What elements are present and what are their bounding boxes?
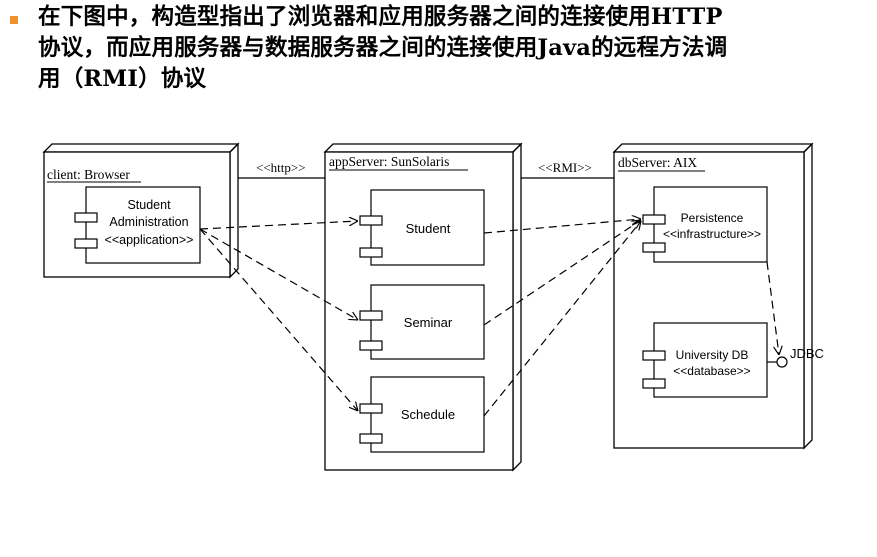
persistence-component: Persistence <<infrastructure>> [642, 186, 768, 263]
university-db-stereotype: <<database>> [673, 364, 750, 378]
schedule-label: Schedule [401, 407, 455, 422]
persistence-stereotype: <<infrastructure>> [663, 227, 761, 241]
student-admin-stereotype: <<application>> [105, 233, 194, 247]
dep-seminar-to-persistence [483, 220, 641, 326]
client-node-label: client: Browser [47, 167, 130, 182]
student-admin-line2: Administration [109, 215, 188, 229]
schedule-component: Schedule [359, 376, 485, 453]
student-label: Student [406, 221, 451, 236]
student-component: Student [359, 189, 485, 266]
heading-line-2: 协议，而应用服务器与数据服务器之间的连接使用Java的远程方法调 [38, 35, 728, 61]
heading-line-1: 在下图中，构造型指出了浏览器和应用服务器之间的连接使用HTTP [38, 4, 723, 30]
persistence-line1: Persistence [681, 211, 744, 225]
university-db-component: University DB <<database>> [642, 322, 768, 398]
seminar-label: Seminar [404, 315, 453, 330]
dep-admin-to-student [199, 221, 358, 230]
dep-persistence-to-jdbc [766, 261, 779, 355]
dependency-lines [199, 219, 779, 417]
dep-student-to-persistence [483, 219, 641, 234]
rmi-link: <<RMI>> [521, 160, 614, 179]
slide-heading: 在下图中，构造型指出了浏览器和应用服务器之间的连接使用HTTP 协议，而应用服务… [38, 2, 868, 95]
dep-admin-to-schedule [199, 228, 358, 411]
jdbc-interface: JDBC [767, 346, 824, 368]
http-link-label: <<http>> [256, 160, 306, 175]
seminar-component: Seminar [359, 284, 485, 360]
jdbc-label: JDBC [790, 346, 824, 361]
heading-line-3: 用（RMI）协议 [38, 66, 207, 92]
http-link: <<http>> [238, 160, 325, 179]
student-admin-line1: Student [127, 198, 171, 212]
db-server-label: dbServer: AIX [618, 155, 697, 170]
dep-admin-to-seminar [199, 228, 358, 320]
rmi-link-label: <<RMI>> [538, 160, 592, 175]
student-administration-component: Student Administration <<application>> [74, 186, 201, 264]
app-server-label: appServer: SunSolaris [329, 154, 449, 169]
bullet-marker [10, 16, 18, 24]
university-db-line1: University DB [676, 348, 749, 362]
dep-schedule-to-persistence [483, 221, 641, 417]
